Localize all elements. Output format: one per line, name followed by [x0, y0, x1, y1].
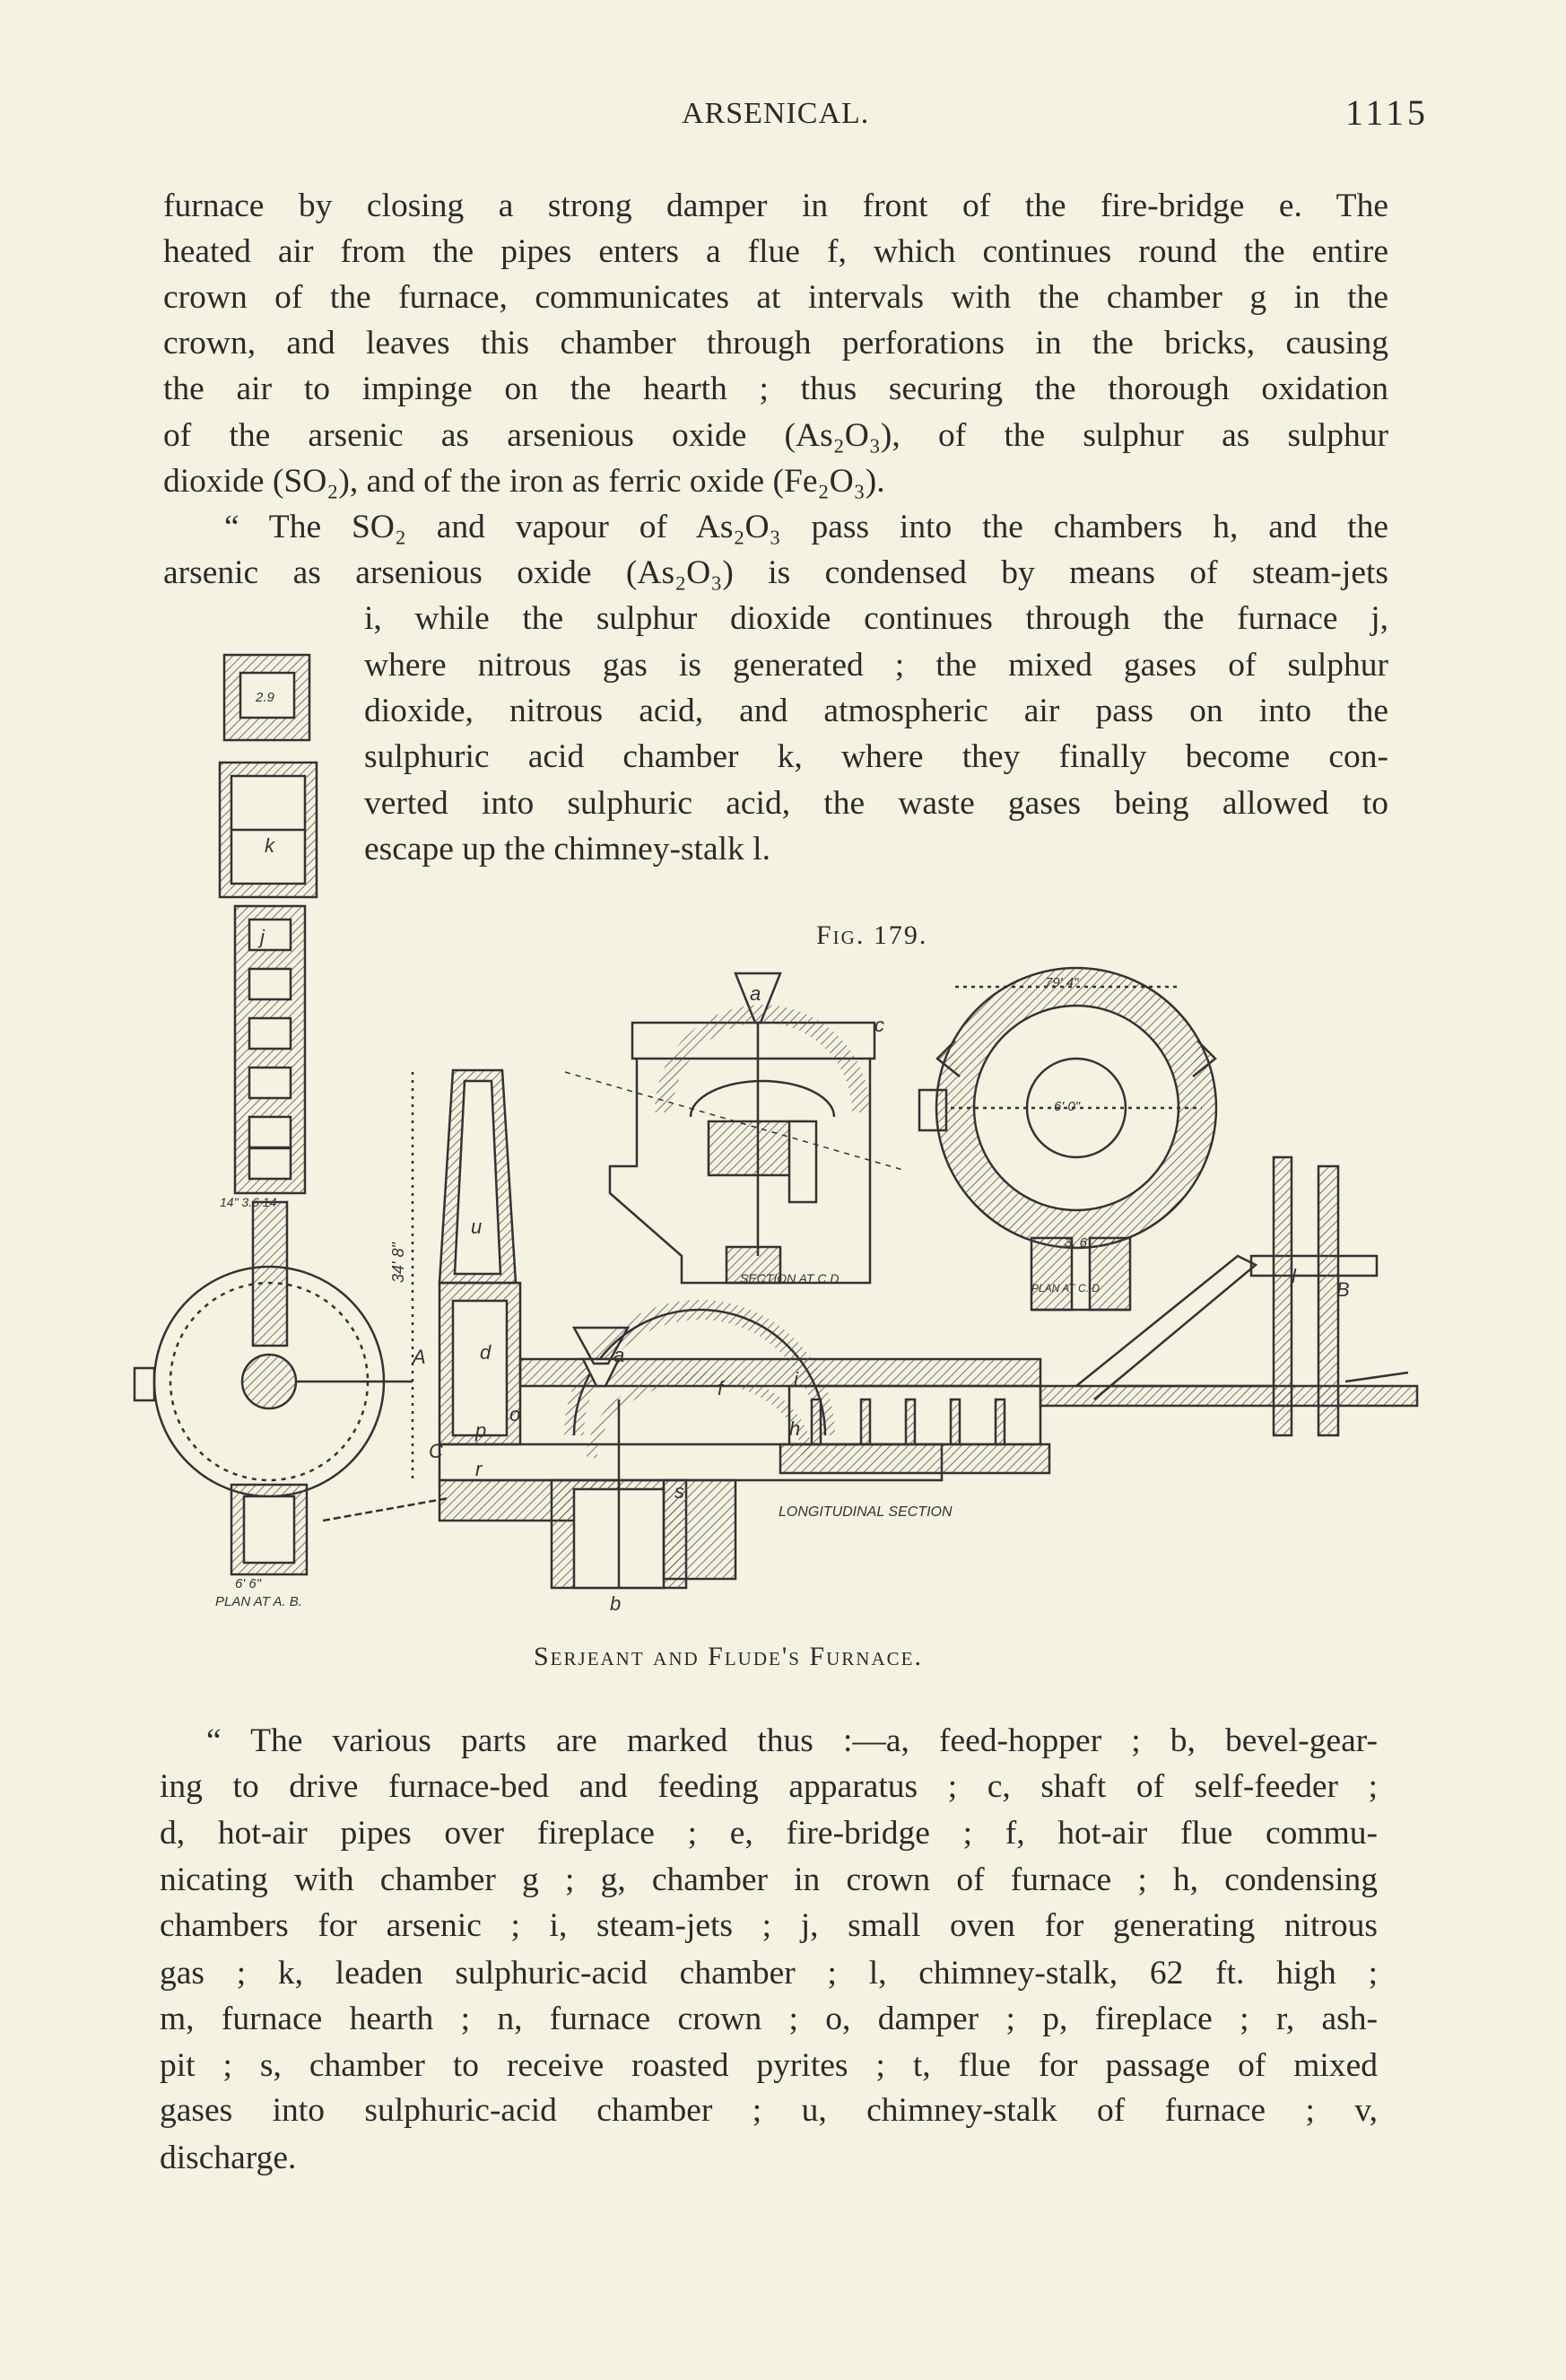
text-line: “ The various parts are marked thus :—a,…: [206, 1722, 1378, 1759]
dim-inner: 6' 0": [1054, 1099, 1081, 1114]
dim-flue: 3. 6: [1065, 1235, 1088, 1251]
text-line: verted into sulphuric acid, the waste ga…: [364, 785, 1388, 822]
text-line: arsenic as arsenious oxide (As₂O₃) is co…: [163, 554, 1388, 591]
text-line: discharge.: [160, 2140, 297, 2176]
text-line: where nitrous gas is generated ; the mix…: [364, 647, 1388, 684]
text-line: dioxide (SO₂), and of the iron as ferric…: [163, 463, 885, 500]
label-plan-cd: PLAN AT C. D: [1031, 1282, 1100, 1295]
label-b: b: [610, 1592, 621, 1615]
dim-top-box: 2.9: [255, 690, 275, 705]
text-line: crown of the furnace, communicates at in…: [163, 279, 1388, 316]
section-cd-drawing: [564, 972, 907, 1285]
running-title: ARSENICAL.: [682, 97, 870, 130]
text-line: crown, and leaves this chamber through p…: [163, 325, 1388, 362]
label-longitudinal-section: LONGITUDINAL SECTION: [779, 1504, 953, 1520]
plan-ab-drawing: [133, 653, 413, 1576]
dim-chamber: 14" 3.6 14: [220, 1195, 277, 1209]
text-line: pit ; s, chamber to receive roasted pyri…: [160, 2047, 1378, 2084]
text-line: of the arsenic as arsenious oxide (As₂O₃…: [163, 417, 1388, 454]
text-line: i, while the sulphur dioxide continues t…: [364, 600, 1388, 637]
label-a: a: [750, 982, 761, 1005]
label-c: c: [874, 1014, 884, 1036]
text-line: m, furnace hearth ; n, furnace crown ; o…: [160, 2001, 1378, 2037]
text-line: sulphuric acid chamber k, where they fin…: [364, 738, 1388, 775]
label-j: j: [257, 926, 265, 948]
page-number: 1115: [1345, 92, 1430, 133]
longitudinal-section-drawing: [322, 1155, 1419, 1590]
label-d: d: [480, 1341, 492, 1364]
text-line: “ The SO₂ and vapour of As₂O₃ pass into …: [224, 509, 1388, 545]
label-p: p: [474, 1419, 486, 1442]
label-k: k: [265, 834, 275, 857]
label-r: r: [475, 1458, 483, 1480]
label-plan-ab: PLAN AT A. B.: [215, 1594, 302, 1609]
figure-number: Fig. 179.: [816, 920, 928, 950]
figure-caption: Serjeant and Flude's Furnace.: [534, 1642, 923, 1671]
text-line: heated air from the pipes enters a flue …: [163, 233, 1388, 270]
plan-cd-drawing: [918, 966, 1218, 1312]
text-line: the air to impinge on the hearth ; thus …: [163, 371, 1388, 407]
text-line: dioxide, nitrous acid, and atmospheric a…: [364, 693, 1388, 729]
label-i: i: [794, 1368, 799, 1391]
chimney-drawing: [411, 1068, 522, 1480]
text-line: gases into sulphuric-acid chamber ; u, c…: [160, 2092, 1378, 2129]
label-u: u: [471, 1216, 482, 1238]
dim-width: 79' 4": [1045, 975, 1079, 990]
text-line: nicating with chamber g ; g, chamber in …: [160, 1861, 1378, 1898]
label-o: o: [509, 1403, 520, 1425]
label-l: l: [1292, 1265, 1297, 1287]
label-f: f: [718, 1377, 726, 1399]
dim-height: 34' 8": [389, 1242, 407, 1283]
label-A: A: [411, 1346, 426, 1368]
dim-base: 6' 6": [235, 1576, 262, 1591]
label-a-long: a: [613, 1344, 624, 1366]
text-line: chambers for arsenic ; i, steam-jets ; j…: [160, 1907, 1378, 1944]
label-section-cd: SECTION AT C.D: [740, 1271, 839, 1286]
text-line: furnace by closing a strong damper in fr…: [163, 187, 1388, 224]
label-C: C: [429, 1440, 443, 1462]
text-line: gas ; k, leaden sulphuric-acid chamber ;…: [160, 1955, 1378, 1992]
text-line: escape up the chimney-stalk l.: [364, 831, 770, 867]
label-s: s: [674, 1480, 684, 1503]
text-line: d, hot-air pipes over fireplace ; e, fir…: [160, 1815, 1378, 1852]
text-line: ing to drive furnace-bed and feeding app…: [160, 1768, 1378, 1805]
label-h: h: [789, 1417, 800, 1440]
label-B: B: [1336, 1278, 1350, 1301]
